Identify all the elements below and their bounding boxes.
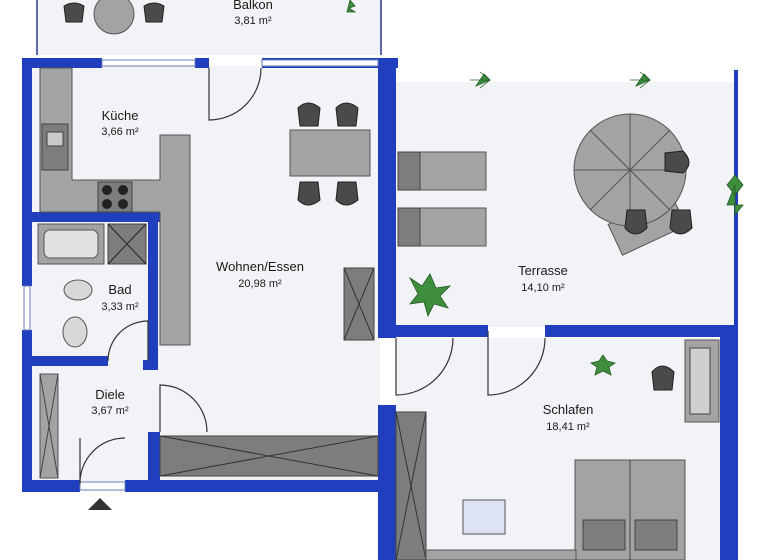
room-label-schlafen: Schlafen 18,41 m² [543,402,594,433]
doors [79,67,546,485]
room-label-bad: Bad 3,33 m² [101,282,139,313]
plant-icon [346,0,744,376]
entrance-arrow-icon [88,498,112,510]
room-label-wohnen: Wohnen/Essen 20,98 m² [216,259,304,290]
terrace-furniture [397,113,693,256]
room-area-kueche: 3,66 m² [101,126,139,138]
living-dining-furniture [159,102,379,477]
balcony-railing [36,0,382,55]
room-label-diele: Diele 3,67 m² [91,387,129,417]
bedroom-furniture [395,339,720,560]
bathroom-furniture [37,223,147,348]
room-area-terrasse: 14,10 m² [521,282,565,294]
room-label-kueche: Küche 3,66 m² [101,108,139,138]
room-name-balkon: Balkon [233,0,273,12]
hall-furniture [39,373,59,479]
room-area-diele: 3,67 m² [91,405,129,417]
room-label-terrasse: Terrasse 14,10 m² [518,263,568,294]
room-name-kueche: Küche [102,108,139,123]
room-area-bad: 3,33 m² [101,301,139,313]
room-area-wohnen: 20,98 m² [238,278,282,290]
room-name-terrasse: Terrasse [518,263,568,278]
room-name-diele: Diele [95,387,125,402]
room-area-schlafen: 18,41 m² [546,421,590,433]
windows [23,59,379,491]
room-name-bad: Bad [108,282,131,297]
balcony-furniture [63,0,165,35]
room-name-schlafen: Schlafen [543,402,594,417]
room-area-balkon: 3,81 m² [234,15,272,27]
room-name-wohnen: Wohnen/Essen [216,259,304,274]
room-label-balkon: Balkon 3,81 m² [233,0,273,27]
kitchen-furniture [39,67,191,346]
